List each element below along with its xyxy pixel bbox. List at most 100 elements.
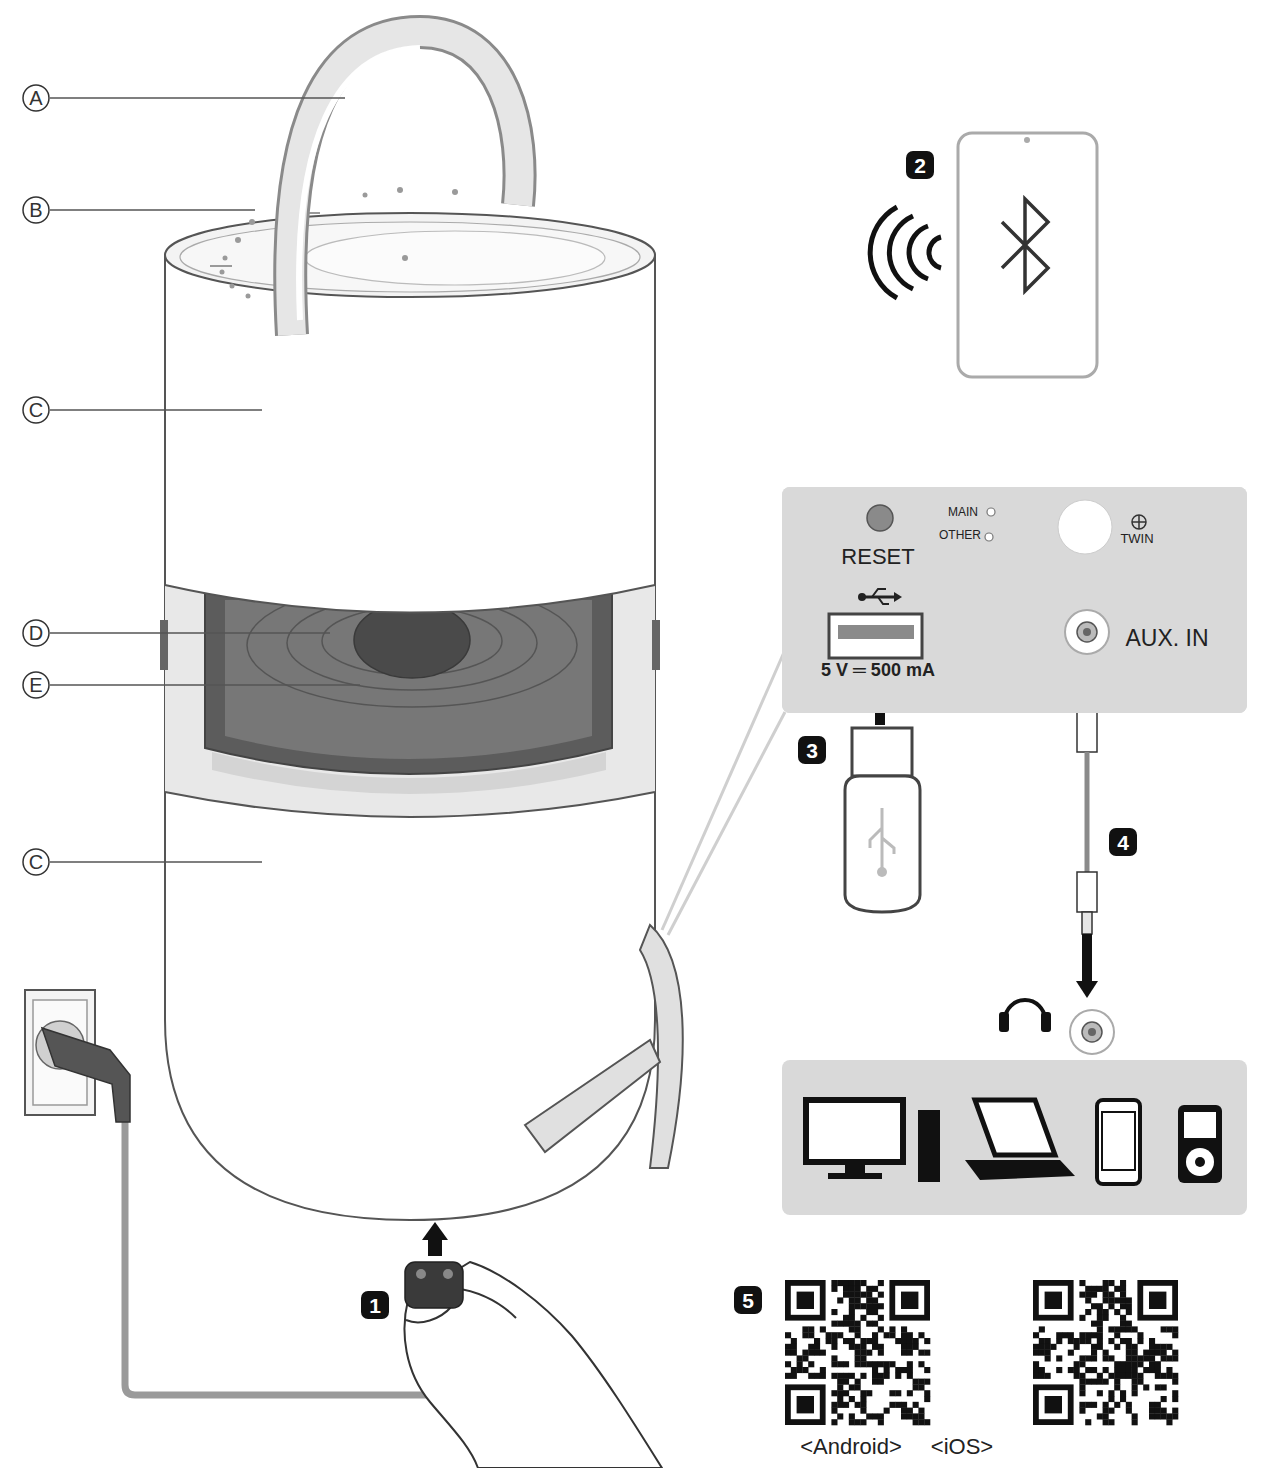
qr-module (1120, 1367, 1126, 1373)
qr-module (1120, 1321, 1126, 1327)
qr-module (808, 1344, 814, 1350)
qr-module (1172, 1326, 1178, 1332)
qr-module (1085, 1297, 1091, 1303)
qr-module (1143, 1384, 1149, 1390)
qr-module (1091, 1286, 1097, 1292)
qr-module (849, 1344, 855, 1350)
qr-finder (785, 1280, 826, 1321)
qr-module (820, 1373, 826, 1379)
qr-module (878, 1292, 884, 1298)
qr-module (837, 1402, 843, 1408)
qr-module (1085, 1286, 1091, 1292)
qr-finder (791, 1390, 820, 1419)
qr-module (1033, 1373, 1039, 1379)
headphone-icon (999, 1000, 1051, 1032)
qr-module (1120, 1292, 1126, 1298)
qr-module (878, 1419, 884, 1425)
qr-module (1091, 1344, 1097, 1350)
speaker-body (212, 752, 606, 794)
qr-module (802, 1367, 808, 1373)
qr-module (826, 1338, 832, 1344)
qr-module (1097, 1413, 1103, 1419)
qr-module (1132, 1344, 1138, 1350)
qr-module (855, 1292, 861, 1298)
qr-module (785, 1332, 791, 1338)
qr-module (901, 1408, 907, 1414)
qr-finder (797, 1292, 814, 1309)
qr-module (849, 1396, 855, 1402)
store-label: <iOS> (931, 1436, 993, 1458)
qr-module (855, 1350, 861, 1356)
carry-handle (299, 48, 420, 320)
qr-module (889, 1332, 895, 1338)
qr-module (814, 1373, 820, 1379)
qr-module (802, 1326, 808, 1332)
power-connector (422, 1222, 448, 1240)
qr-module (837, 1384, 843, 1390)
qr-module (1097, 1379, 1103, 1385)
qr-module (907, 1338, 913, 1344)
source-devices (1178, 1105, 1222, 1183)
rear-flap (525, 925, 683, 1168)
headphone-icon (1041, 1012, 1051, 1032)
part-letter: B (29, 200, 42, 220)
qr-module (1161, 1373, 1167, 1379)
wall-socket (25, 990, 130, 1122)
qr-module (901, 1326, 907, 1332)
qr-module (837, 1390, 843, 1396)
qr-module (924, 1379, 930, 1385)
qr-module (1114, 1402, 1120, 1408)
qr-module (1079, 1373, 1085, 1379)
qr-module (791, 1338, 797, 1344)
qr-module (1155, 1402, 1161, 1408)
source-devices (806, 1100, 903, 1162)
qr-module (860, 1315, 866, 1321)
qr-module (1108, 1396, 1114, 1402)
qr-module (831, 1402, 837, 1408)
qr-module (855, 1419, 861, 1425)
qr-module (1120, 1396, 1126, 1402)
qr-module (843, 1280, 849, 1286)
qr-module (820, 1350, 826, 1356)
qr-module (1103, 1413, 1109, 1419)
qr-module (1166, 1355, 1172, 1361)
qr-module (1097, 1315, 1103, 1321)
qr-module (1062, 1332, 1068, 1338)
qr-module (1143, 1355, 1149, 1361)
qr-module (1085, 1402, 1091, 1408)
letter-circle (23, 397, 49, 423)
qr-module (831, 1361, 837, 1367)
qr-module (889, 1326, 895, 1332)
qr-module (831, 1286, 837, 1292)
qr-module (1166, 1367, 1172, 1373)
qr-module (878, 1350, 884, 1356)
qr-module (901, 1402, 907, 1408)
qr-module (1172, 1350, 1178, 1356)
qr-module (1097, 1303, 1103, 1309)
qr-module (849, 1292, 855, 1298)
qr-module (1108, 1419, 1114, 1425)
qr-module (1132, 1326, 1138, 1332)
qr-module (1114, 1379, 1120, 1385)
qr-module (907, 1413, 913, 1419)
qr-module (855, 1402, 861, 1408)
qr-module (1120, 1361, 1126, 1367)
headphone-jack (1088, 1028, 1096, 1036)
leader-line (50, 409, 262, 410)
qr-module (1149, 1355, 1155, 1361)
qr-module (849, 1413, 855, 1419)
qr-module (1079, 1280, 1085, 1286)
qr-module (1155, 1344, 1161, 1350)
part-letter: E (29, 675, 42, 695)
callout-number: 4 (1109, 828, 1137, 856)
qr-module (1050, 1344, 1056, 1350)
qr-module (907, 1408, 913, 1414)
qr-module (1120, 1338, 1126, 1344)
power-connector (405, 1222, 463, 1308)
control-buttons (249, 219, 255, 225)
qr-module (1079, 1384, 1085, 1390)
qr-module (1126, 1303, 1132, 1309)
qr-module (1097, 1344, 1103, 1350)
qr-module (1097, 1390, 1103, 1396)
qr-module (843, 1379, 849, 1385)
